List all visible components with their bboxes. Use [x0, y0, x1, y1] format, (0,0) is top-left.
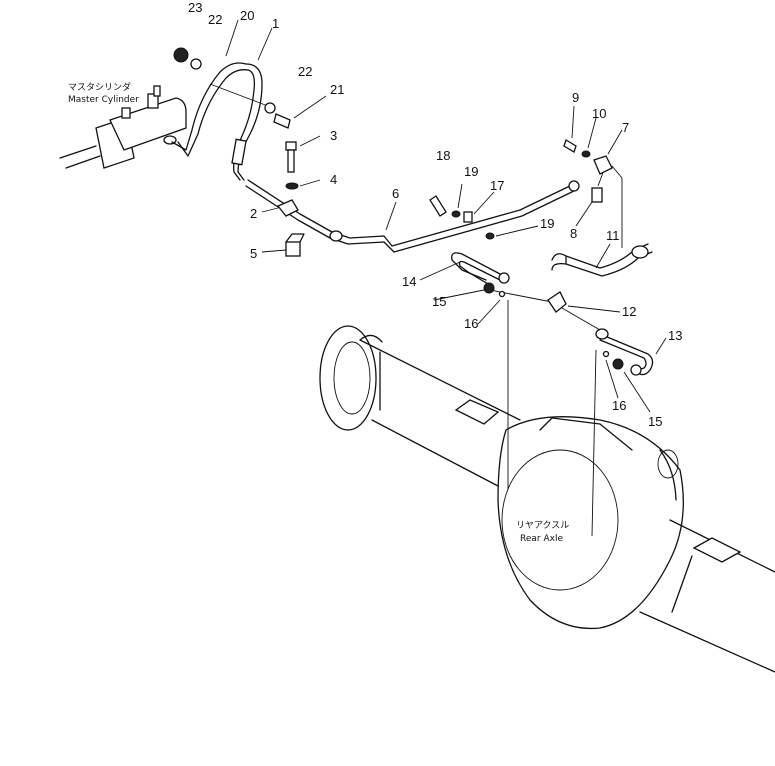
small-parts: [173, 47, 624, 370]
tube-13: [595, 328, 654, 376]
part-label-22-right: 22: [298, 64, 312, 79]
part-label-5: 5: [250, 246, 257, 261]
part-label-21: 21: [330, 82, 344, 97]
hose-1: [231, 63, 263, 181]
part-label-18: 18: [436, 148, 450, 163]
part-label-13: 13: [668, 328, 682, 343]
leader-lines: [225, 19, 667, 413]
rear-axle-caption-en: Rear Axle: [520, 534, 563, 544]
part-label-16-right: 16: [612, 398, 626, 413]
part-label-12: 12: [622, 304, 636, 319]
part-label-1: 1: [272, 16, 279, 31]
part-label-2: 2: [250, 206, 257, 221]
tube-14: [451, 252, 510, 285]
part-label-19-top: 19: [464, 164, 478, 179]
part-label-19-right: 19: [540, 216, 554, 231]
part-label-4: 4: [330, 172, 337, 187]
part-label-20: 20: [240, 8, 254, 23]
master-cylinder: [59, 85, 187, 169]
hose-11: [551, 243, 653, 277]
part-number-labels: 23 22 20 1 22 21 3 4 2 5 6 18 19 17 19 9…: [188, 0, 682, 429]
part-label-3: 3: [330, 128, 337, 143]
part-label-6: 6: [392, 186, 399, 201]
part-label-15-right: 15: [648, 414, 662, 429]
master-cylinder-caption-jp: マスタシリンダ: [68, 81, 131, 93]
part-label-9: 9: [572, 90, 579, 105]
part-label-8: 8: [570, 226, 577, 241]
rear-axle-caption-jp: リヤアクスル: [516, 520, 569, 531]
tube-6: [245, 179, 580, 253]
part-label-16-left: 16: [464, 316, 478, 331]
part-label-15-left: 15: [432, 294, 446, 309]
part-label-10: 10: [592, 106, 606, 121]
part-label-23: 23: [188, 0, 202, 15]
hose-20: [171, 62, 249, 157]
connection-lines: [209, 83, 623, 537]
master-cylinder-caption-en: Master Cylinder: [68, 95, 139, 105]
rear-axle-housing: [319, 325, 775, 673]
captions: マスタシリンダ Master Cylinder リヤアクスル Rear Axle: [68, 81, 569, 544]
part-label-17: 17: [490, 178, 504, 193]
part-label-14: 14: [402, 274, 416, 289]
part-label-11: 11: [606, 228, 620, 243]
part-label-7: 7: [622, 120, 629, 135]
part-label-22-top: 22: [208, 12, 222, 27]
